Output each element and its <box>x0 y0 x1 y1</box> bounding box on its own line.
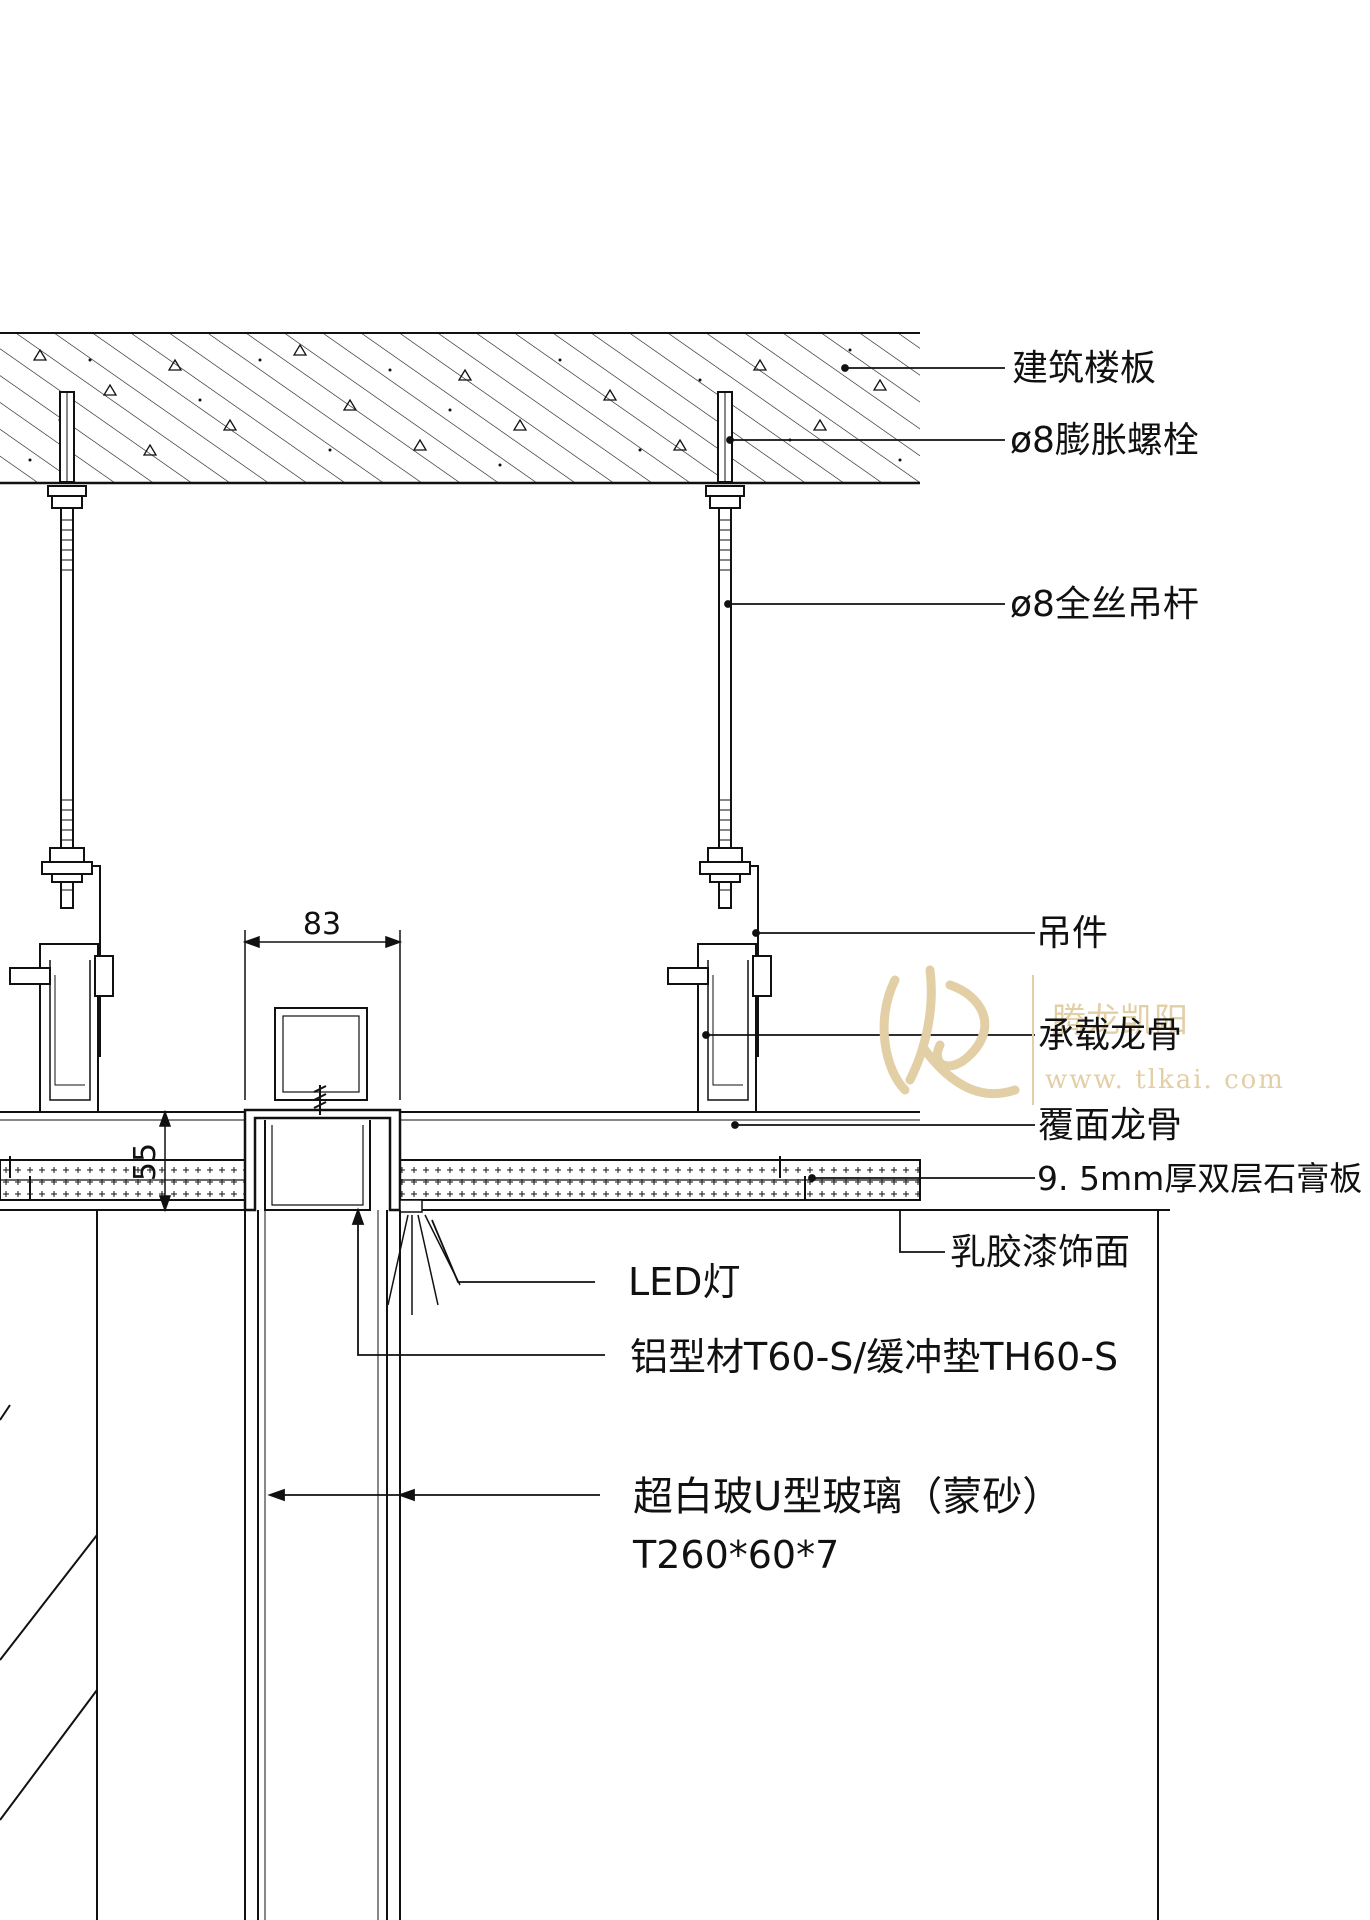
concrete-slab <box>0 332 920 485</box>
gypsum-board-layers <box>0 1156 1170 1211</box>
label-gypsum: 9. 5mm厚双层石膏板 <box>1037 1159 1362 1198</box>
label-cover-keel: 覆面龙骨 <box>1038 1105 1182 1146</box>
aluminium-profile <box>243 1007 402 1212</box>
watermark-logo <box>879 965 1020 1099</box>
watermark: 腾龙凯阳 www. tlkai. com <box>879 965 1285 1105</box>
label-paint: 乳胶漆饰面 <box>950 1232 1130 1273</box>
cover-keel <box>0 1111 920 1121</box>
hanger-assembly-right <box>667 391 772 1113</box>
dimension-83-label: 83 <box>303 907 341 942</box>
label-glass-line1: 超白玻U型玻璃（蒙砂） <box>633 1474 1062 1520</box>
label-hanger: 吊件 <box>1036 913 1108 954</box>
left-wall <box>0 1210 98 1920</box>
label-rod: ø8全丝吊杆 <box>1010 584 1199 625</box>
hanger-assembly-left <box>9 391 114 1113</box>
led-light <box>387 1199 461 1315</box>
u-glass-panels <box>244 1210 401 1920</box>
label-slab: 建筑楼板 <box>1012 348 1156 389</box>
dimension-55 <box>155 1109 245 1213</box>
label-led: LED灯 <box>628 1260 740 1304</box>
label-glass-line2: T260*60*7 <box>632 1533 839 1577</box>
label-profile: 铝型材T60-S/缓冲垫TH60-S <box>630 1335 1118 1379</box>
label-main-keel: 承载龙骨 <box>1038 1015 1182 1056</box>
watermark-name: 腾龙凯阳 <box>1052 1001 1188 1041</box>
label-anchor-bolt: ø8膨胀螺栓 <box>1010 420 1199 461</box>
watermark-url: www. tlkai. com <box>1045 1065 1285 1095</box>
dimension-83 <box>242 930 403 1100</box>
leader-lines <box>267 364 1035 1502</box>
dimension-55-label: 55 <box>128 1143 163 1181</box>
